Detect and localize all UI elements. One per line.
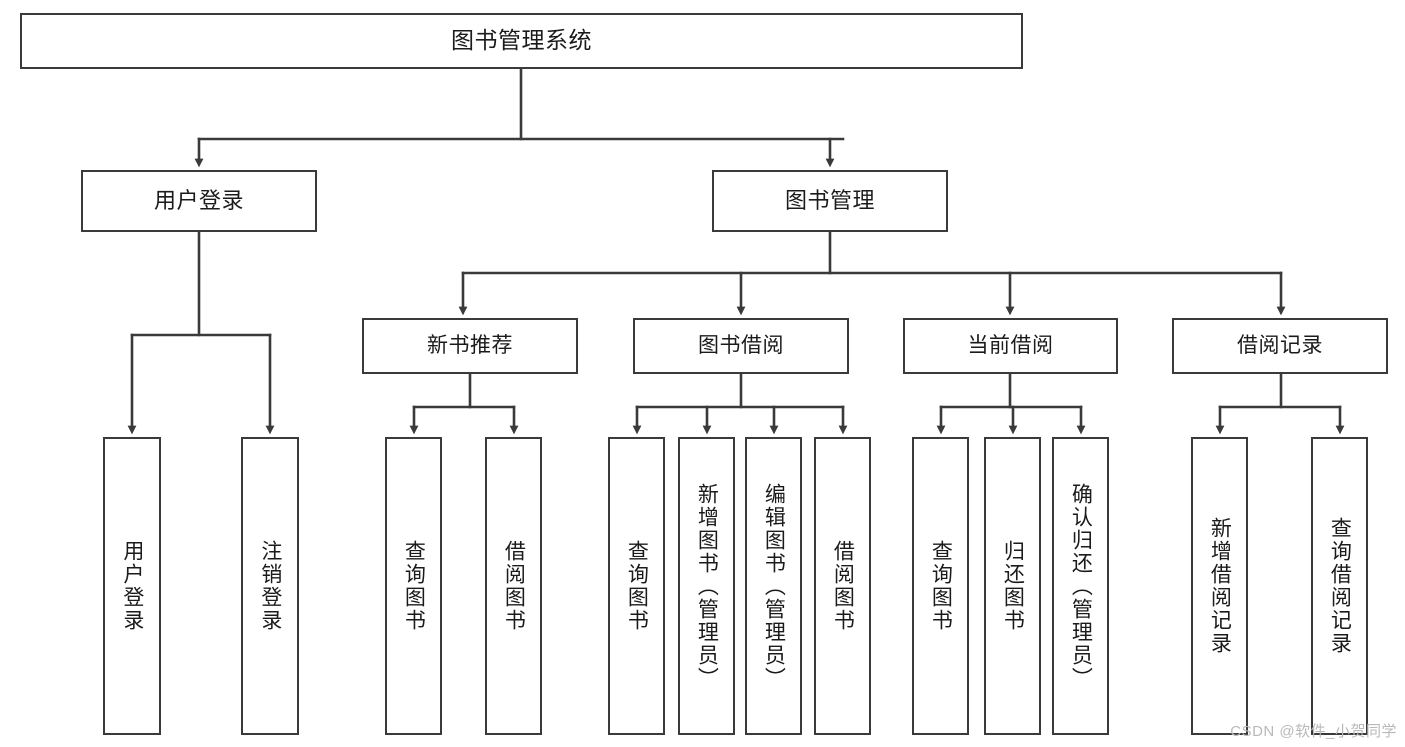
- node-label: 借阅记录: [1237, 333, 1323, 357]
- node-label: 图书管理: [784, 188, 875, 214]
- node-leaf-query-book-3[interactable]: 查询图书: [912, 437, 969, 735]
- node-label: 借阅图书: [831, 540, 855, 632]
- node-label: 编辑图书（管理员）: [762, 482, 786, 690]
- node-leaf-logout-login[interactable]: 注销登录: [241, 437, 299, 735]
- node-leaf-confirm-return-admin[interactable]: 确认归还（管理员）: [1052, 437, 1109, 735]
- node-label: 新书推荐: [427, 333, 513, 357]
- node-label: 查询图书: [929, 540, 953, 632]
- node-label: 查询图书: [402, 540, 426, 632]
- node-label: 查询图书: [625, 540, 649, 632]
- node-leaf-return-book[interactable]: 归还图书: [984, 437, 1041, 735]
- node-user-login[interactable]: 用户登录: [81, 170, 317, 232]
- watermark-text: CSDN @软件_小贺同学: [1230, 723, 1397, 740]
- node-root-system[interactable]: 图书管理系统: [20, 13, 1023, 69]
- node-label: 用户登录: [120, 540, 144, 632]
- node-label: 确认归还（管理员）: [1069, 482, 1093, 690]
- node-label: 新增借阅记录: [1208, 517, 1232, 655]
- node-leaf-user-login[interactable]: 用户登录: [103, 437, 161, 735]
- node-leaf-borrow-book-1[interactable]: 借阅图书: [485, 437, 542, 735]
- node-leaf-query-book-1[interactable]: 查询图书: [385, 437, 442, 735]
- node-label: 查询借阅记录: [1328, 517, 1352, 655]
- node-label: 用户登录: [153, 188, 244, 214]
- node-new-book-recommend[interactable]: 新书推荐: [362, 318, 578, 374]
- node-leaf-edit-book-admin[interactable]: 编辑图书（管理员）: [745, 437, 802, 735]
- node-label: 当前借阅: [967, 333, 1054, 357]
- node-label: 图书管理系统: [451, 27, 592, 54]
- node-label: 归还图书: [1001, 540, 1025, 632]
- node-current-borrow[interactable]: 当前借阅: [903, 318, 1118, 374]
- node-book-borrow[interactable]: 图书借阅: [633, 318, 849, 374]
- node-leaf-query-borrow-record[interactable]: 查询借阅记录: [1311, 437, 1368, 735]
- node-label: 新增图书（管理员）: [695, 482, 719, 690]
- node-leaf-add-book-admin[interactable]: 新增图书（管理员）: [678, 437, 735, 735]
- node-leaf-borrow-book-2[interactable]: 借阅图书: [814, 437, 871, 735]
- node-label: 借阅图书: [502, 540, 526, 632]
- node-leaf-query-book-2[interactable]: 查询图书: [608, 437, 665, 735]
- node-borrow-record[interactable]: 借阅记录: [1172, 318, 1388, 374]
- node-label: 图书借阅: [698, 333, 784, 357]
- node-label: 注销登录: [258, 540, 282, 632]
- node-book-manage[interactable]: 图书管理: [712, 170, 948, 232]
- node-leaf-add-borrow-record[interactable]: 新增借阅记录: [1191, 437, 1248, 735]
